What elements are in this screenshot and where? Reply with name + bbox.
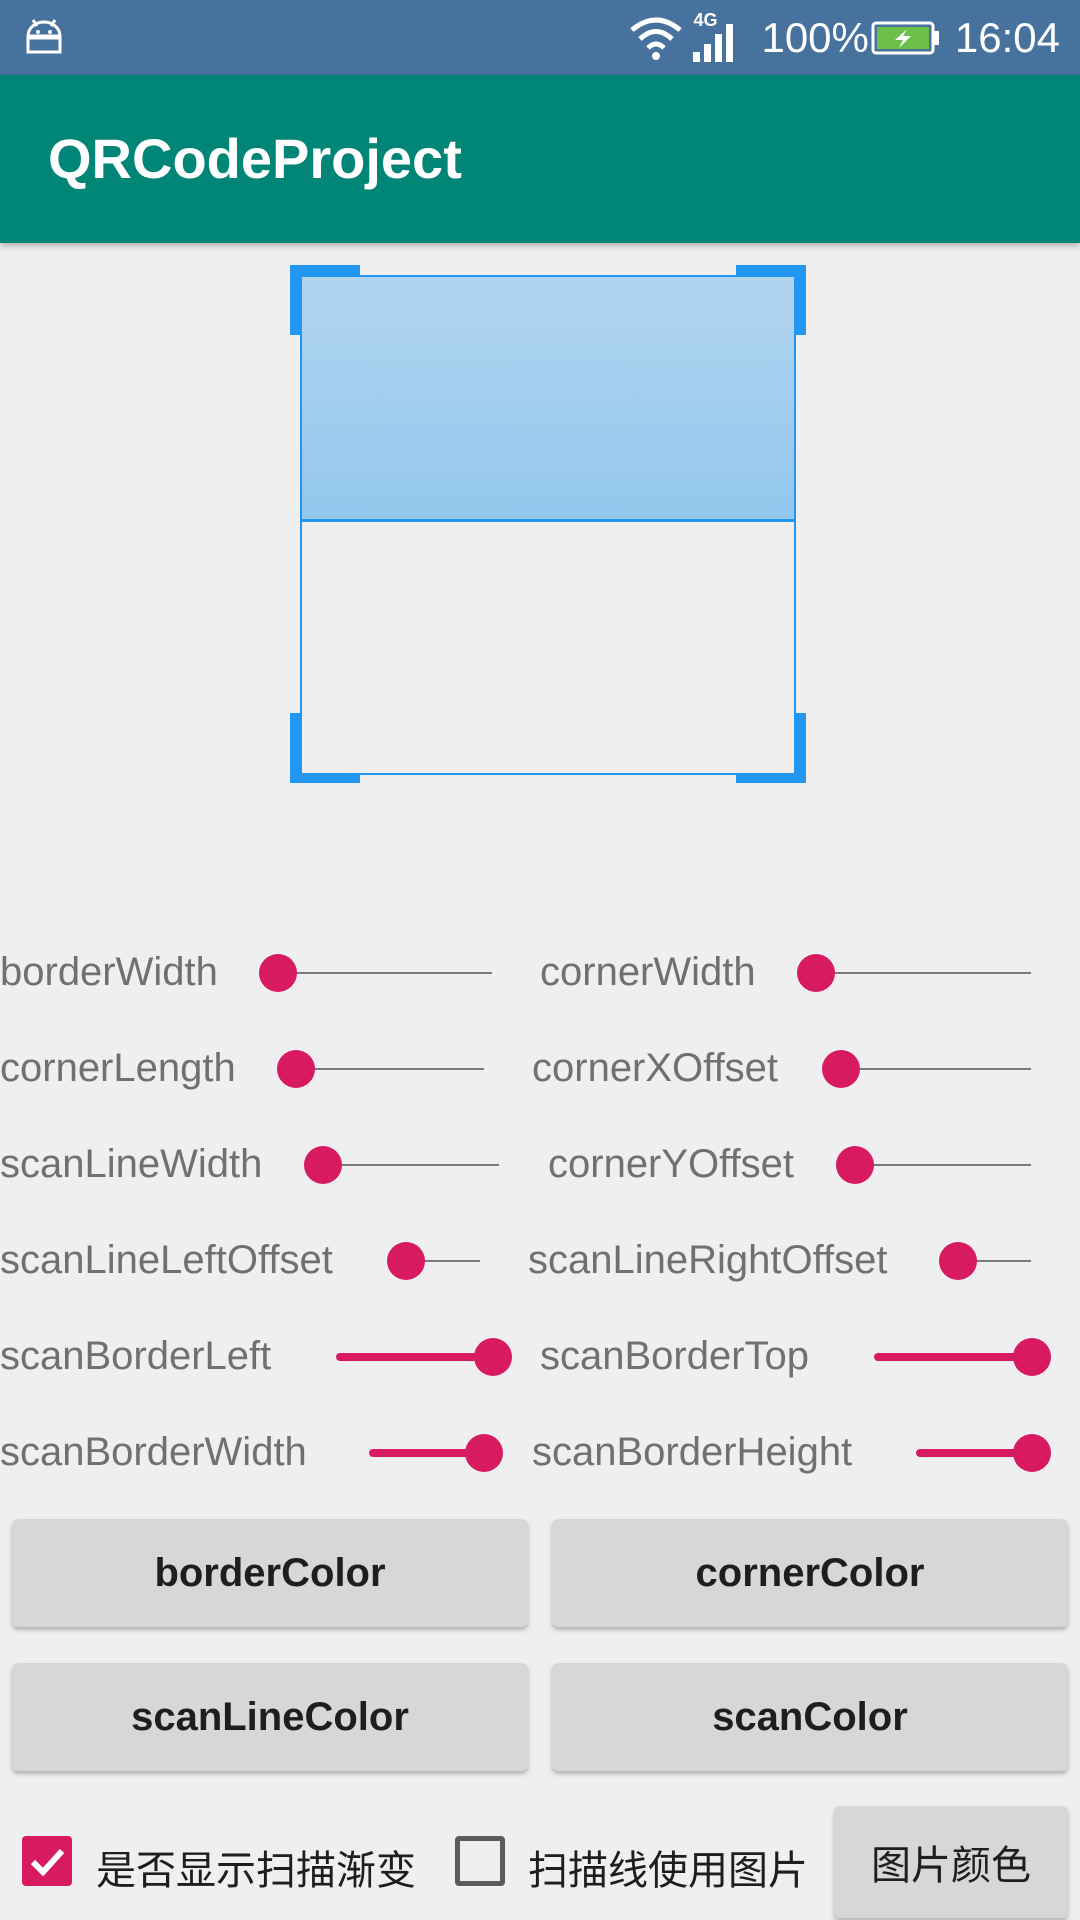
wifi-icon (630, 17, 683, 60)
slider-track (323, 1164, 499, 1166)
slider-track (278, 972, 492, 974)
slider-thumb[interactable] (259, 954, 297, 992)
slider-thumb[interactable] (836, 1146, 874, 1184)
corner-bottom-right (736, 773, 806, 783)
show-scan-gradient-checkbox[interactable] (22, 1836, 72, 1886)
slider-thumb[interactable] (465, 1434, 503, 1472)
scan-color-button[interactable]: scanColor (552, 1663, 1068, 1771)
slider-thumb[interactable] (277, 1050, 315, 1088)
scan-line (302, 519, 794, 522)
slider-label-scan-line-right-offset: scanLineRightOffset (528, 1238, 888, 1282)
scan-line-use-image-label: 扫描线使用图片 (528, 1848, 808, 1894)
slider-track (815, 972, 1031, 974)
corner-bottom-right-vertical (796, 713, 806, 783)
app-bar: QRCodeProject (0, 75, 1080, 243)
slider-thumb[interactable] (1013, 1338, 1051, 1376)
qr-scan-preview (290, 265, 810, 785)
app-title: QRCodeProject (48, 127, 462, 190)
scan-line-color-button[interactable]: scanLineColor (12, 1663, 528, 1771)
slider-thumb[interactable] (1013, 1434, 1051, 1472)
slider-label-scan-border-left: scanBorderLeft (0, 1334, 272, 1378)
slider-label-scan-line-width: scanLineWidth (0, 1142, 263, 1186)
slider-label-border-width: borderWidth (0, 950, 218, 994)
status-bar: 4G 100% 16:04 (0, 0, 1080, 75)
check-icon (30, 1848, 65, 1877)
slider-thumb[interactable] (939, 1242, 977, 1280)
corner-bottom-left-vertical (290, 713, 300, 783)
slider-track (841, 1068, 1031, 1070)
network-type: 4G (693, 9, 718, 30)
slider-track-active (874, 1353, 1032, 1361)
slider-track (406, 1260, 480, 1262)
show-scan-gradient-label: 是否显示扫描渐变 (96, 1848, 416, 1894)
slider-thumb[interactable] (822, 1050, 860, 1088)
scan-border (300, 275, 796, 775)
corner-bottom-left (290, 773, 360, 783)
slider-track-active (916, 1449, 1032, 1457)
slider-label-corner-length: cornerLength (0, 1046, 236, 1090)
scan-line-use-image-checkbox[interactable] (455, 1836, 505, 1886)
corner-top-left-vertical (290, 265, 300, 335)
battery-charging-icon (871, 21, 939, 54)
clock: 16:04 (954, 13, 1060, 61)
slider-thumb[interactable] (797, 954, 835, 992)
slider-label-scan-border-width: scanBorderWidth (0, 1430, 307, 1474)
corner-color-button[interactable]: cornerColor (552, 1519, 1068, 1627)
signal-icon: 4G (689, 10, 741, 66)
slider-track (855, 1164, 1031, 1166)
slider-thumb[interactable] (304, 1146, 342, 1184)
battery-percent: 100% (761, 13, 869, 61)
slider-label-corner-x-offset: cornerXOffset (532, 1046, 779, 1090)
slider-label-corner-width: cornerWidth (540, 950, 756, 994)
slider-track (958, 1260, 1031, 1262)
corner-top-right (736, 265, 806, 275)
slider-thumb[interactable] (387, 1242, 425, 1280)
slider-label-scan-line-left-offset: scanLineLeftOffset (0, 1238, 333, 1282)
scan-gradient (302, 277, 794, 520)
android-debug-icon (26, 19, 62, 54)
slider-track (296, 1068, 484, 1070)
image-color-button[interactable]: 图片颜色 (834, 1806, 1068, 1918)
slider-label-corner-y-offset: cornerYOffset (548, 1142, 795, 1186)
slider-label-scan-border-height: scanBorderHeight (532, 1430, 853, 1474)
corner-top-right-vertical (796, 265, 806, 335)
slider-label-scan-border-top: scanBorderTop (540, 1334, 810, 1378)
slider-thumb[interactable] (474, 1338, 512, 1376)
corner-top-left (290, 265, 360, 275)
slider-track-active (369, 1449, 485, 1457)
border-color-button[interactable]: borderColor (12, 1519, 528, 1627)
slider-track-active (336, 1353, 494, 1361)
